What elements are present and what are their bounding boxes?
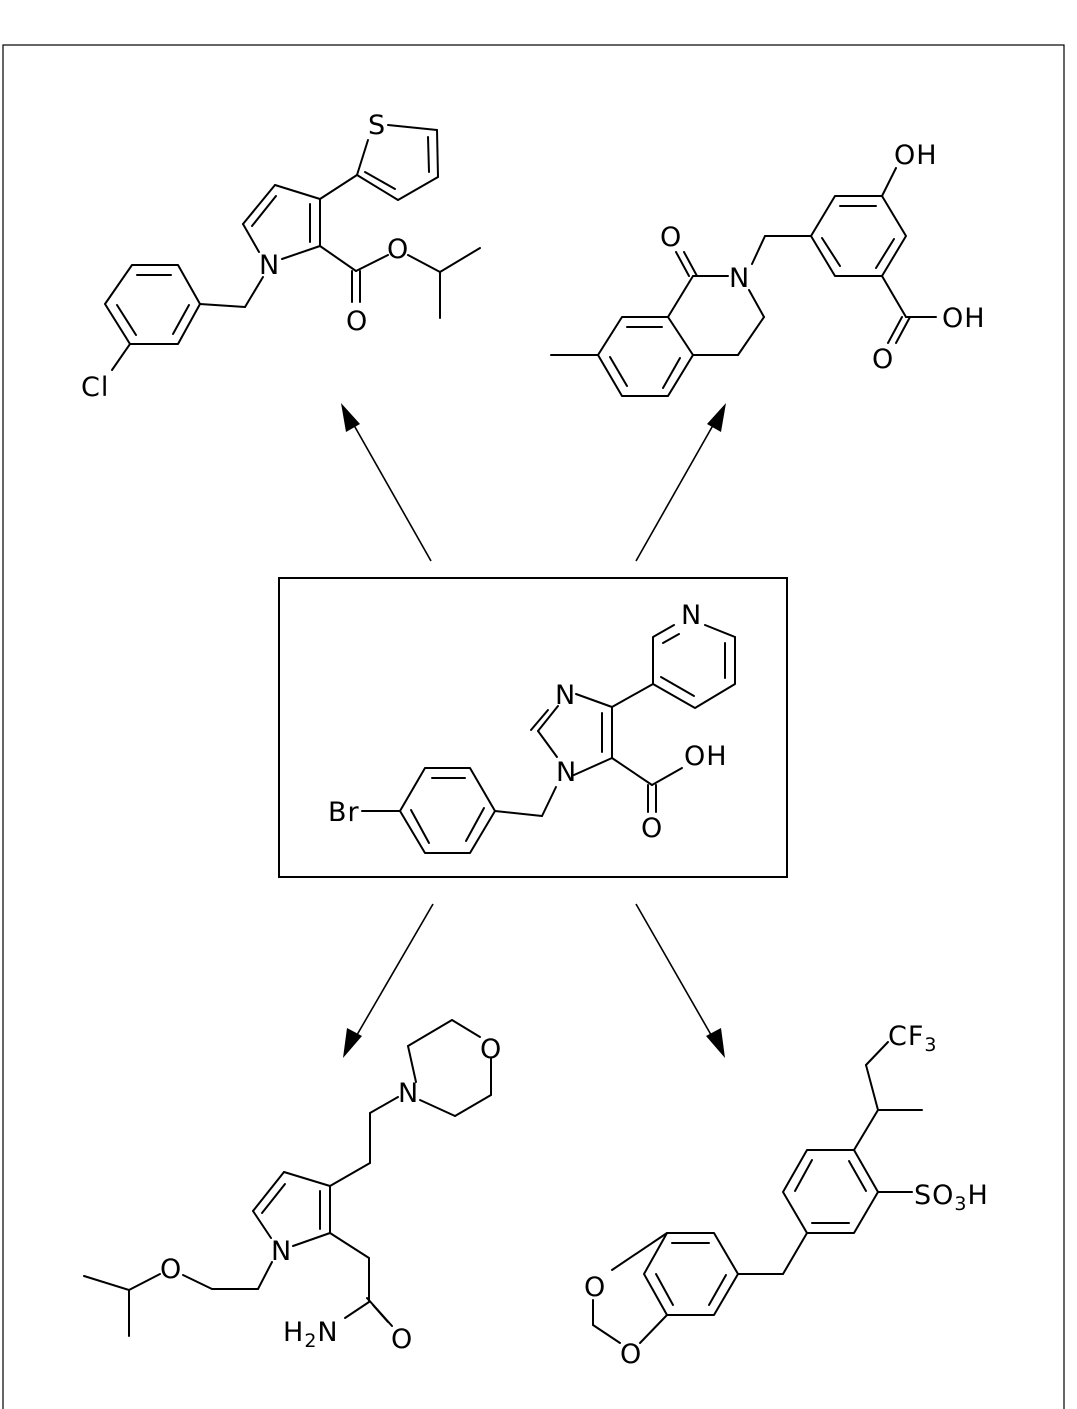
h2n-sub: 2 — [304, 1330, 317, 1352]
cf3-sub: 3 — [924, 1034, 937, 1056]
atom-o-lactam: O — [660, 222, 682, 253]
arrow-bottom-right — [635, 903, 725, 1058]
so3h-sub: 3 — [954, 1193, 967, 1215]
arrows — [341, 403, 726, 1058]
atom-s: S — [368, 110, 386, 141]
atom-n-pyrrole: N — [271, 1236, 292, 1267]
atom-n: N — [729, 263, 750, 294]
top-left-labels: S N O O Cl — [81, 110, 409, 403]
top-right-bonds — [550, 167, 937, 397]
top-left-bonds — [104, 124, 481, 371]
atom-o-ether: O — [160, 1254, 182, 1285]
atom-o: O — [641, 813, 663, 844]
atom-o-amide: O — [391, 1324, 413, 1355]
center-molecule: Br N N N OH O — [278, 577, 788, 878]
atom-o-dioxole-top: O — [584, 1272, 606, 1303]
atom-o-dioxole-bottom: O — [620, 1339, 642, 1370]
atom-n-ring: N — [555, 680, 576, 711]
atom-n-morpholine: N — [398, 1078, 419, 1109]
atom-cf3: CF3 — [888, 1021, 937, 1056]
atom-so3h: SO3H — [914, 1180, 989, 1215]
cf3-c: CF — [888, 1021, 924, 1052]
atom-cl: Cl — [81, 372, 109, 403]
top-right-molecule: OH O N OH O — [550, 140, 986, 397]
atom-br: Br — [328, 797, 360, 828]
bottom-left-bonds — [83, 1019, 492, 1337]
h2n-n: N — [317, 1317, 338, 1348]
atom-n-pyridine: N — [681, 600, 702, 631]
outer-frame — [2, 44, 1065, 1409]
bottom-right-bonds — [592, 1041, 923, 1344]
center-bonds — [361, 624, 736, 854]
h2n-h: H — [283, 1317, 304, 1348]
so3h-so: SO — [914, 1180, 954, 1211]
atom-oh-phenol: OH — [894, 140, 938, 171]
atom-o-ester: O — [387, 234, 409, 265]
atom-o-acid: O — [872, 344, 894, 375]
top-right-labels: OH O N OH O — [660, 140, 986, 375]
atom-o-carbonyl: O — [346, 306, 368, 337]
bottom-right-labels: CF3 SO3H O O — [584, 1021, 989, 1370]
center-labels: Br N N N OH O — [328, 600, 728, 844]
atom-n: N — [259, 250, 280, 281]
atom-h2n: H2N — [283, 1317, 339, 1352]
atom-o-morpholine: O — [480, 1034, 502, 1065]
arrow-top-left — [341, 403, 432, 562]
bottom-right-molecule: CF3 SO3H O O — [584, 1021, 989, 1370]
top-left-molecule: S N O O Cl — [81, 110, 481, 403]
atom-oh: OH — [684, 741, 728, 772]
arrow-bottom-left — [343, 903, 434, 1058]
so3h-h: H — [967, 1180, 988, 1211]
atom-oh-acid: OH — [942, 303, 986, 334]
arrow-top-right — [635, 403, 726, 562]
bottom-left-molecule: O N N O H2N O — [83, 1019, 502, 1355]
center-box — [278, 577, 788, 878]
bottom-left-labels: O N N O H2N O — [160, 1034, 502, 1355]
atom-n-sub: N — [556, 757, 577, 788]
